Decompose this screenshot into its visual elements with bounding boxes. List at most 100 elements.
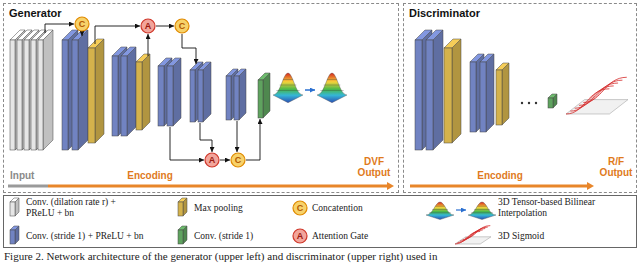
ellipsis-dot (535, 102, 537, 104)
legend-text: 3D Tensor-based Bilinear Interpolation (498, 197, 628, 219)
concat-node: C (174, 18, 190, 34)
mesh-line (276, 90, 299, 91)
conv-block (234, 69, 246, 120)
block-front (178, 230, 183, 244)
legend-samples (10, 198, 307, 244)
block-front (258, 80, 263, 118)
block-side (78, 30, 88, 150)
network-panel: Discriminator (403, 3, 637, 193)
symbol-letter: C (297, 203, 304, 214)
mesh-line (474, 209, 490, 210)
sigmoid-surface (455, 226, 491, 244)
surface-mesh (468, 202, 496, 220)
concat-wire (182, 34, 196, 64)
legend-slot: 3D Sigmoid (498, 231, 628, 242)
output-label: DVF Output (352, 156, 396, 178)
legend-swatch (178, 226, 187, 244)
flow-line (8, 185, 48, 188)
legend-frame (4, 196, 637, 248)
input-flow-arrow (8, 186, 48, 187)
figure-caption: Figure 2. Network architecture of the ge… (4, 250, 636, 262)
swatch-block (178, 226, 187, 244)
surface-plot (468, 202, 496, 220)
concat-wire (237, 121, 238, 152)
legend-slot: Attention Gate (312, 231, 402, 242)
surface-mesh (273, 73, 303, 103)
block-front (444, 48, 452, 143)
output-conv-block (258, 73, 270, 118)
block-side (433, 30, 443, 150)
label-slot: C (297, 203, 304, 214)
gate-wire (148, 34, 149, 56)
legend-text: Conv. (stride 1) (194, 231, 284, 242)
block-front (31, 40, 36, 150)
block-side (486, 54, 494, 132)
conv-block (62, 30, 78, 150)
legend-text: Concatention (312, 203, 402, 214)
block-top (121, 47, 136, 56)
symbol-letter: A (145, 21, 152, 31)
block-top (167, 58, 181, 66)
block-front (10, 230, 15, 244)
block-top (480, 54, 494, 62)
block-side (195, 62, 203, 122)
legend-text: 3D Sigmoid (498, 231, 628, 242)
conv-block (158, 58, 172, 126)
block-top (548, 94, 557, 98)
swatch-block (10, 226, 19, 244)
output-label: R/F Output (596, 156, 636, 178)
circle-shape (175, 19, 189, 33)
swatch-block (10, 198, 19, 216)
conv-block (112, 47, 127, 136)
block-front (190, 70, 195, 122)
concat-node: C (74, 16, 90, 32)
block-front (136, 62, 142, 130)
symbol-letter: C (79, 19, 86, 29)
skip-wire (95, 26, 140, 44)
flow-label: Input (10, 170, 34, 181)
legend-slot: Max pooling (194, 203, 284, 214)
mesh-line (477, 206, 486, 207)
mesh-line (327, 79, 337, 80)
block-front (112, 56, 118, 136)
mesh-line (429, 212, 451, 213)
legend-text: Attention Gate (312, 231, 402, 242)
label-slot: DVF Output (352, 156, 396, 178)
legend-slot: Conv. (stride 1) (194, 231, 284, 242)
block-top (178, 198, 187, 202)
legend-slot: Conv. (dilation rate r) + PReLU + bn (26, 197, 134, 219)
block-top (178, 226, 187, 230)
sigmoid-curve (465, 226, 490, 239)
skip-wire (170, 127, 204, 160)
encoding-flow-arrow (48, 182, 394, 190)
legend-text: Conv. (dilation rate r) + PReLU + bn (26, 197, 134, 219)
block-top (426, 30, 443, 40)
input-wire (45, 24, 74, 33)
concat-wire (82, 32, 83, 36)
block-top (258, 73, 270, 80)
warp-arrow (456, 209, 466, 210)
block-front (415, 40, 422, 150)
surface-mesh (317, 73, 347, 103)
network-panel: CACACGenerator (3, 3, 399, 193)
block-side (68, 30, 78, 150)
pool-block (88, 39, 104, 143)
mesh-line (471, 212, 493, 213)
concat-node: C (230, 152, 246, 168)
block-side (239, 69, 246, 120)
block-front (548, 98, 553, 108)
block-side (422, 30, 432, 150)
block-front (226, 76, 231, 120)
mesh-line (283, 79, 293, 80)
warp-arrow (305, 89, 315, 91)
block-front (17, 40, 22, 150)
block-top (198, 62, 211, 70)
flow-head (587, 182, 594, 190)
swatch-block (178, 198, 187, 216)
block-front (38, 40, 43, 150)
ellipsis-dot (521, 102, 523, 104)
attention-gate: A (204, 152, 220, 168)
